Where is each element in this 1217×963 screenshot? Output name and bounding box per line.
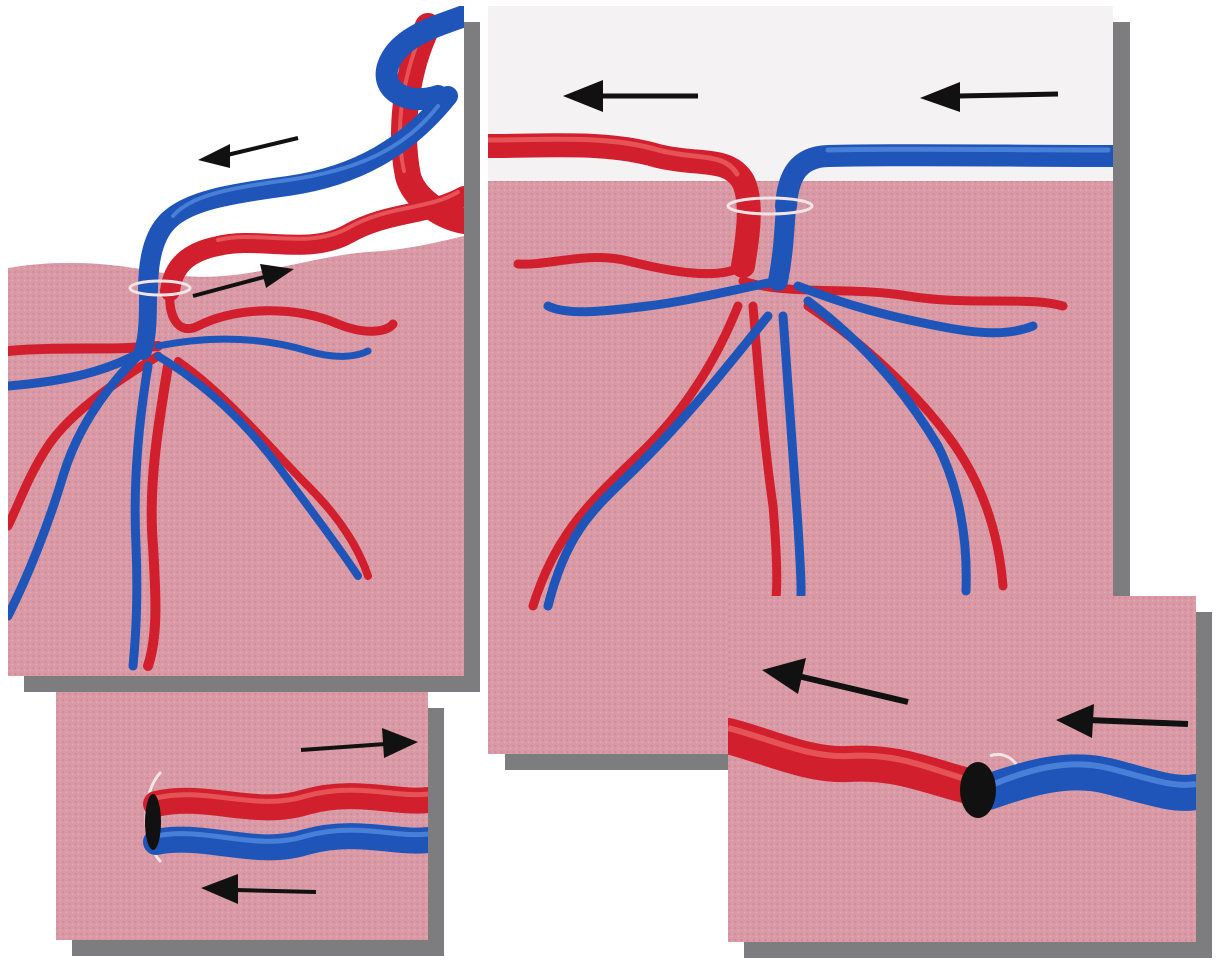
vein-highlight xyxy=(828,149,1108,150)
panel-bottom-right xyxy=(728,596,1196,942)
tissue-surface xyxy=(8,236,464,676)
panel-top-left xyxy=(8,6,464,676)
panel-bottom-right-illustration xyxy=(728,596,1196,942)
panel-bottom-left xyxy=(56,692,428,940)
panel-top-left-illustration xyxy=(8,6,464,676)
anastomosis-junction xyxy=(960,762,996,818)
panel-bottom-left-illustration xyxy=(56,692,428,940)
vessel-loop-end xyxy=(145,794,161,850)
